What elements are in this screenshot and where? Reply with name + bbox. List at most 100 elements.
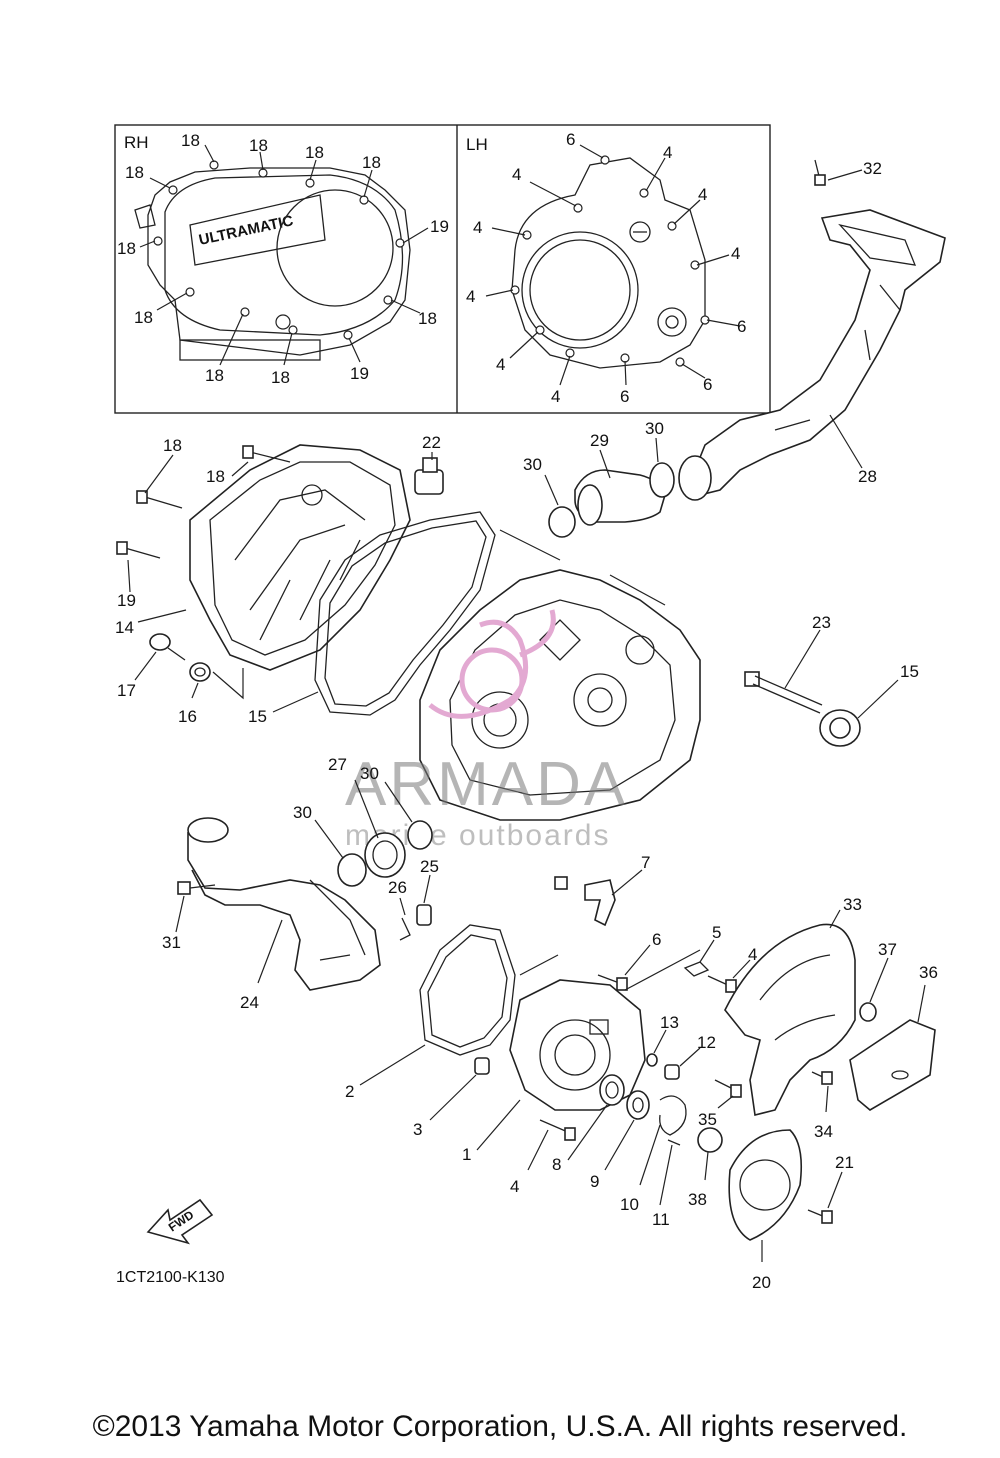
callout-inset-rh: 19 [350, 364, 369, 383]
callout-inset-rh: 19 [430, 217, 449, 236]
part-hose-27 [364, 832, 406, 878]
callout-main: 5 [712, 923, 721, 942]
part-plug-17 [149, 633, 186, 661]
callout-inset-lh: 4 [466, 287, 475, 306]
callout-main: 25 [420, 857, 439, 876]
part-air-duct-28 [678, 209, 946, 501]
callout-main: 28 [858, 467, 877, 486]
callout-main: 32 [863, 159, 882, 178]
callout-inset-lh: 4 [473, 218, 482, 237]
part-collar-38 [697, 1127, 723, 1153]
callout-main: 1 [462, 1145, 471, 1164]
callout-inset-lh: 6 [737, 317, 746, 336]
part-gasket-15 [314, 511, 496, 716]
part-bolt-34 [811, 1071, 833, 1085]
part-hose-29 [574, 469, 666, 526]
inset-rh-clutch-cover: ULTRAMATIC [134, 160, 411, 361]
inset-lh-leaders [485, 144, 741, 386]
part-clamp-30 [548, 506, 576, 538]
callout-main: 29 [590, 431, 609, 450]
part-clamp-30 [337, 853, 367, 887]
part-clutch-cover-14 [189, 444, 411, 671]
part-seal-9 [626, 1090, 650, 1120]
part-bracket-5 [683, 961, 710, 977]
callout-main: 26 [388, 878, 407, 897]
callout-inset-rh: 18 [117, 239, 136, 258]
callout-main: 4 [748, 945, 757, 964]
callout-inset-lh: 6 [620, 387, 629, 406]
callout-inset-lh: 6 [703, 375, 712, 394]
part-screw-11 [667, 1139, 681, 1146]
watermark-main: ARMADA [345, 750, 628, 819]
part-bolt-21 [807, 1209, 833, 1224]
callout-main: 11 [652, 1210, 670, 1229]
watermark: ARMADA marine outboards [345, 609, 628, 852]
diagram-code: 1CT2100-K130 [116, 1269, 225, 1286]
callout-main: 22 [422, 433, 441, 452]
callout-inset-lh: 4 [731, 244, 740, 263]
inset-lh-label: LH [466, 135, 488, 154]
part-bolt-4 [707, 975, 737, 993]
callout-main: 10 [620, 1195, 639, 1214]
callout-main: 13 [660, 1013, 679, 1032]
fwd-arrow-icon: FWD [146, 1198, 214, 1245]
callout-inset-lh: 4 [512, 165, 521, 184]
callout-inset-rh: 18 [205, 366, 224, 385]
part-crankcase-engine [419, 569, 701, 821]
callout-inset-rh: 18 [418, 309, 437, 328]
part-plug-12 [664, 1064, 680, 1080]
callout-main: 8 [552, 1155, 561, 1174]
callout-main: 30 [293, 803, 312, 822]
callout-main: 36 [919, 963, 938, 982]
watermark-emblem [428, 609, 556, 719]
part-dowel-26 [399, 917, 411, 941]
part-plate-10 [659, 1095, 687, 1136]
part-clamp-30 [649, 462, 675, 498]
callout-main: 3 [413, 1120, 422, 1139]
callout-main: 35 [698, 1110, 717, 1129]
part-oring-13 [646, 1053, 658, 1067]
part-seal-16 [189, 662, 211, 682]
part-plug-22 [414, 457, 444, 495]
connector-lines [519, 949, 701, 991]
part-guard-33 [724, 923, 856, 1116]
callout-main: 21 [835, 1153, 854, 1172]
callout-main: 30 [645, 419, 664, 438]
callout-main: 2 [345, 1082, 354, 1101]
callout-main: 38 [688, 1190, 707, 1209]
part-plug-22 [819, 709, 861, 747]
part-bolt-35 [714, 1079, 742, 1098]
callout-main: 9 [590, 1172, 599, 1191]
inset-frame [114, 124, 771, 414]
callout-inset-rh: 18 [362, 153, 381, 172]
part-cover-20 [728, 1129, 803, 1241]
part-bolts-18-19 [116, 445, 291, 559]
callout-main: 18 [206, 467, 225, 486]
callout-main: 30 [523, 455, 542, 474]
callout-main: 15 [248, 707, 267, 726]
part-air-duct-24 [187, 817, 381, 991]
part-plate-36 [849, 1019, 936, 1111]
part-bracket-7 [554, 876, 616, 927]
callout-main: 7 [641, 853, 650, 872]
callout-main: 37 [878, 940, 897, 959]
callout-inset-lh: 4 [698, 185, 707, 204]
part-bearing-8 [599, 1074, 625, 1106]
part-crankcase-seal-lines [499, 529, 666, 606]
callout-main: 24 [240, 993, 259, 1012]
part-dowel-3 [474, 1057, 490, 1075]
callout-main: 6 [652, 930, 661, 949]
callout-inset-lh: 4 [663, 143, 672, 162]
copyright-footer: ©2013 Yamaha Motor Corporation, U.S.A. A… [92, 1410, 908, 1443]
inset-rh-label: RH [124, 133, 149, 152]
callout-inset-rh: 18 [134, 308, 153, 327]
part-clamp-30 [407, 820, 433, 850]
exploded-view-drawing: RH LH ULTRAMATIC 18 18 18 18 18 18 19 18… [114, 124, 946, 1292]
callout-main: 16 [178, 707, 197, 726]
callout-inset-rh: 18 [305, 143, 324, 162]
part-bolt-6 [597, 974, 628, 991]
part-bolt-4 [539, 1119, 576, 1141]
callout-inset-rh: 18 [271, 368, 290, 387]
callout-inset-lh: 4 [496, 355, 505, 374]
callout-main: 12 [697, 1033, 716, 1052]
